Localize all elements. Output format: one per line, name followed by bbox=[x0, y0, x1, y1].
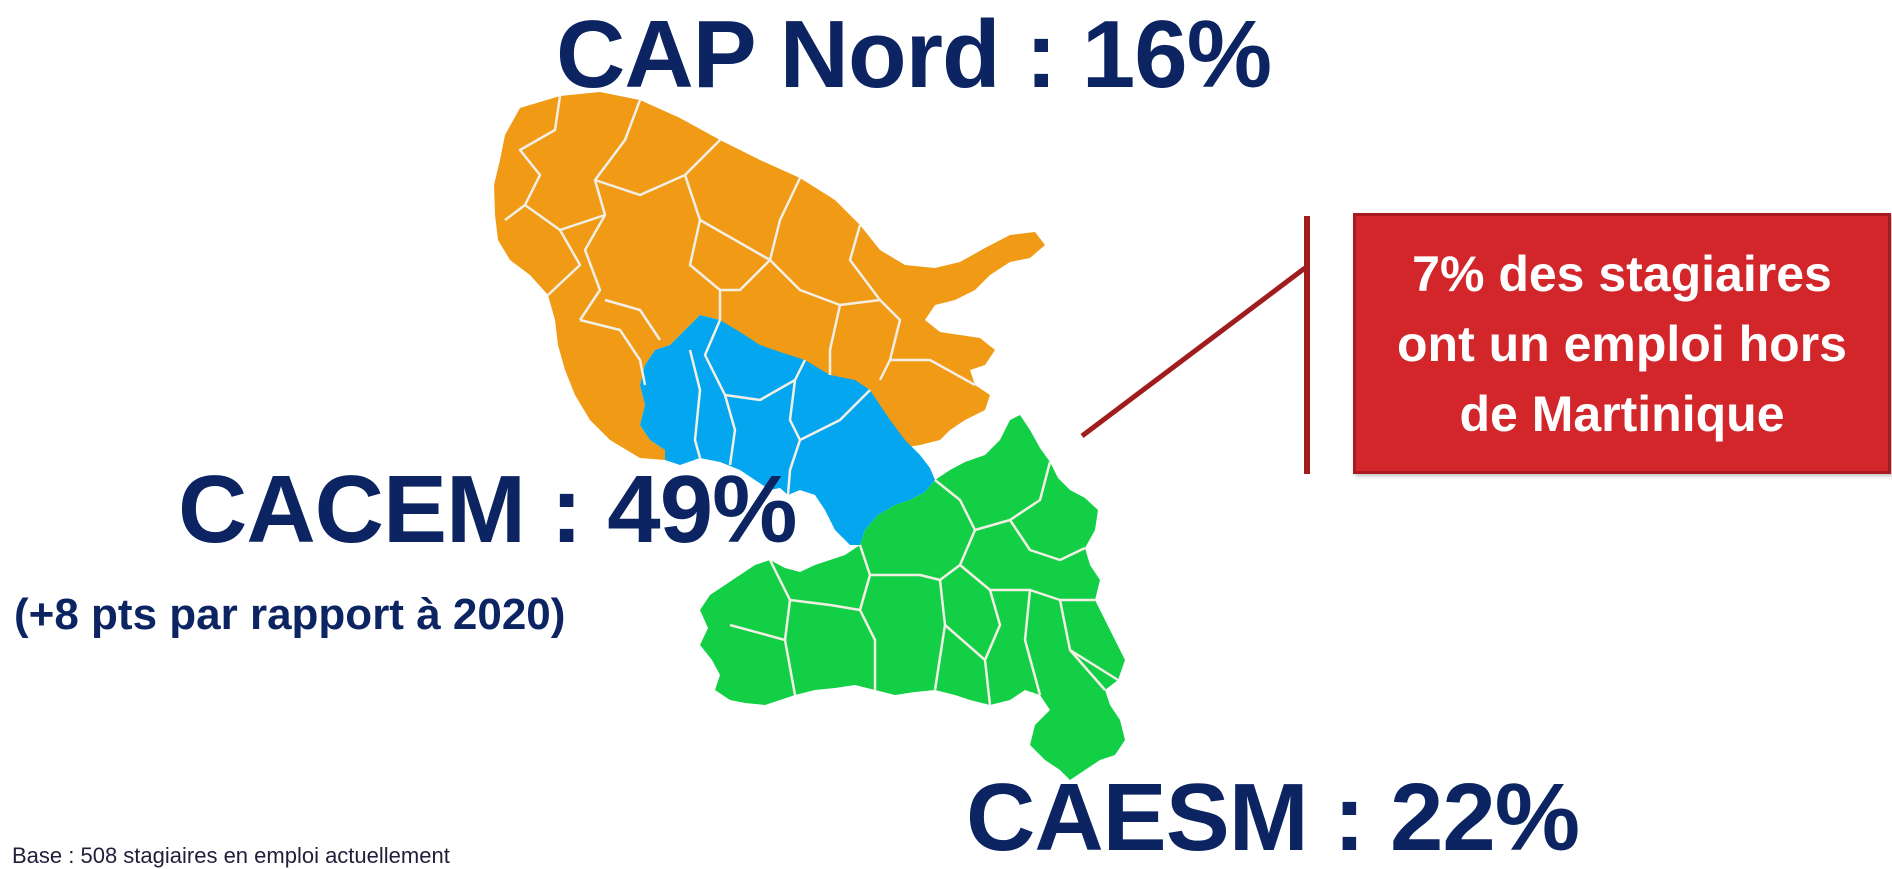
cap-nord-label: CAP Nord : 16% bbox=[556, 1, 1272, 108]
cacem-change-note: (+8 pts par rapport à 2020) bbox=[14, 590, 566, 639]
callout-text: 7% des stagiaires ont un emploi hors de … bbox=[1397, 245, 1847, 442]
region-caesm bbox=[700, 415, 1125, 780]
callout-box: 7% des stagiaires ont un emploi hors de … bbox=[1353, 213, 1891, 474]
commune-borders bbox=[504, 95, 1119, 706]
region-cap-nord bbox=[494, 92, 1045, 460]
base-note: Base : 508 stagiaires en emploi actuelle… bbox=[12, 843, 450, 868]
callout-connector-line bbox=[1080, 266, 1307, 438]
cacem-label: CACEM : 49% bbox=[178, 456, 797, 563]
caesm-label: CAESM : 22% bbox=[966, 764, 1580, 869]
